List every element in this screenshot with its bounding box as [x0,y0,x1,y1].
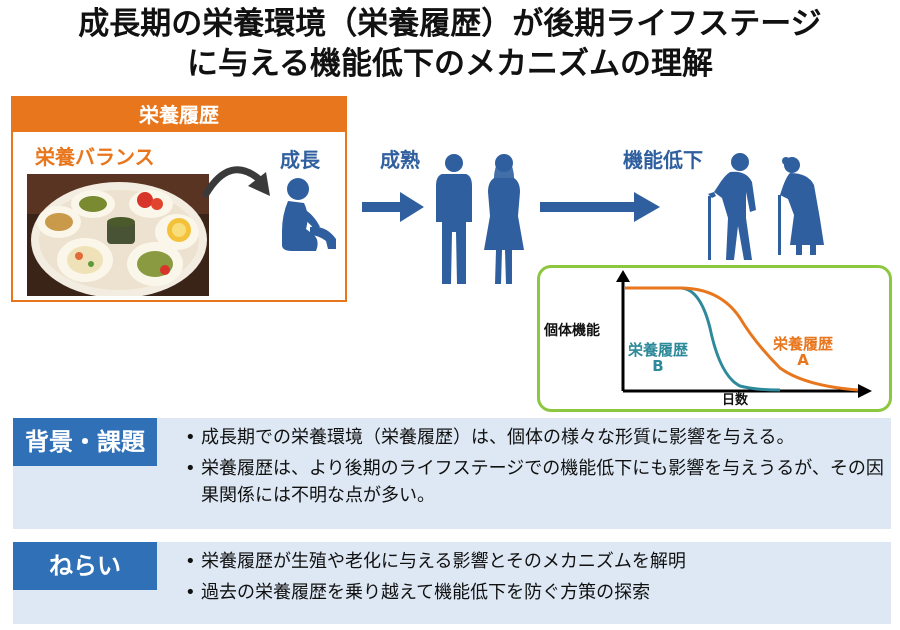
right-arrow-icon-2 [540,192,660,222]
function-decline-chart: 個体機能 日数 栄養履歴 B 栄養履歴 A [537,265,892,412]
x-axis-label: 日数 [722,393,749,408]
series-a-line [625,286,859,392]
background-item: 成長期での栄養環境（栄養履歴）は、個体の様々な形質に影響を与える。 [185,424,885,451]
elderly-woman-icon [778,157,824,255]
series-b-label: 栄養履歴 B [628,342,688,374]
series-a-label: 栄養履歴 A [773,336,833,368]
series-a-label-line1: 栄養履歴 [773,335,834,353]
title-line-1: 成長期の栄養環境（栄養履歴）が後期ライフステージ [78,6,822,42]
aims-item: 栄養履歴が生殖や老化に与える影響とそのメカニズムを解明 [185,548,885,575]
series-b-label-line2: B [652,357,664,375]
background-item: 栄養履歴は、より後期のライフステージでの機能低下にも影響を与えうるが、その因果関… [185,455,885,509]
stage-maturity-label: 成熟 [380,148,420,172]
stage-decline-label: 機能低下 [623,148,703,172]
aims-tag: ねらい [13,542,157,590]
aims-list: 栄養履歴が生殖や老化に与える影響とそのメカニズムを解明 過去の栄養履歴を乗り越え… [185,548,885,610]
background-list: 成長期での栄養環境（栄養履歴）は、個体の様々な形質に影響を与える。 栄養履歴は、… [185,424,885,513]
curved-arrow-icon [202,166,270,198]
nutrition-balance-label: 栄養バランス [35,145,155,169]
aims-item: 過去の栄養履歴を乗り越えて機能低下を防ぐ方策の探索 [185,579,885,606]
background-tag: 背景・課題 [13,418,157,466]
series-b-line [625,286,781,392]
adult-woman-icon [484,154,524,284]
stage-growth-label: 成長 [280,148,320,172]
y-axis-arrow [616,270,630,282]
y-axis-label: 個体機能 [544,323,600,339]
elderly-man-icon [708,153,756,260]
right-arrow-icon [362,192,424,222]
series-a-label-line2: A [797,351,809,369]
chart-plot-area [616,270,872,398]
baby-icon [282,178,336,251]
food-plate-image [27,174,209,296]
nutrition-history-box: 栄養履歴 栄養バランス [11,96,347,302]
adult-man-icon [436,154,472,284]
nutrition-history-header: 栄養履歴 [13,98,345,132]
title-line-2: に与える機能低下のメカニズムの理解 [186,46,714,82]
series-b-label-line1: 栄養履歴 [628,341,689,359]
aims-panel: ねらい 栄養履歴が生殖や老化に与える影響とそのメカニズムを解明 過去の栄養履歴を… [13,542,891,624]
background-panel: 背景・課題 成長期での栄養環境（栄養履歴）は、個体の様々な形質に影響を与える。 … [13,418,891,529]
x-axis-arrow [858,384,872,398]
